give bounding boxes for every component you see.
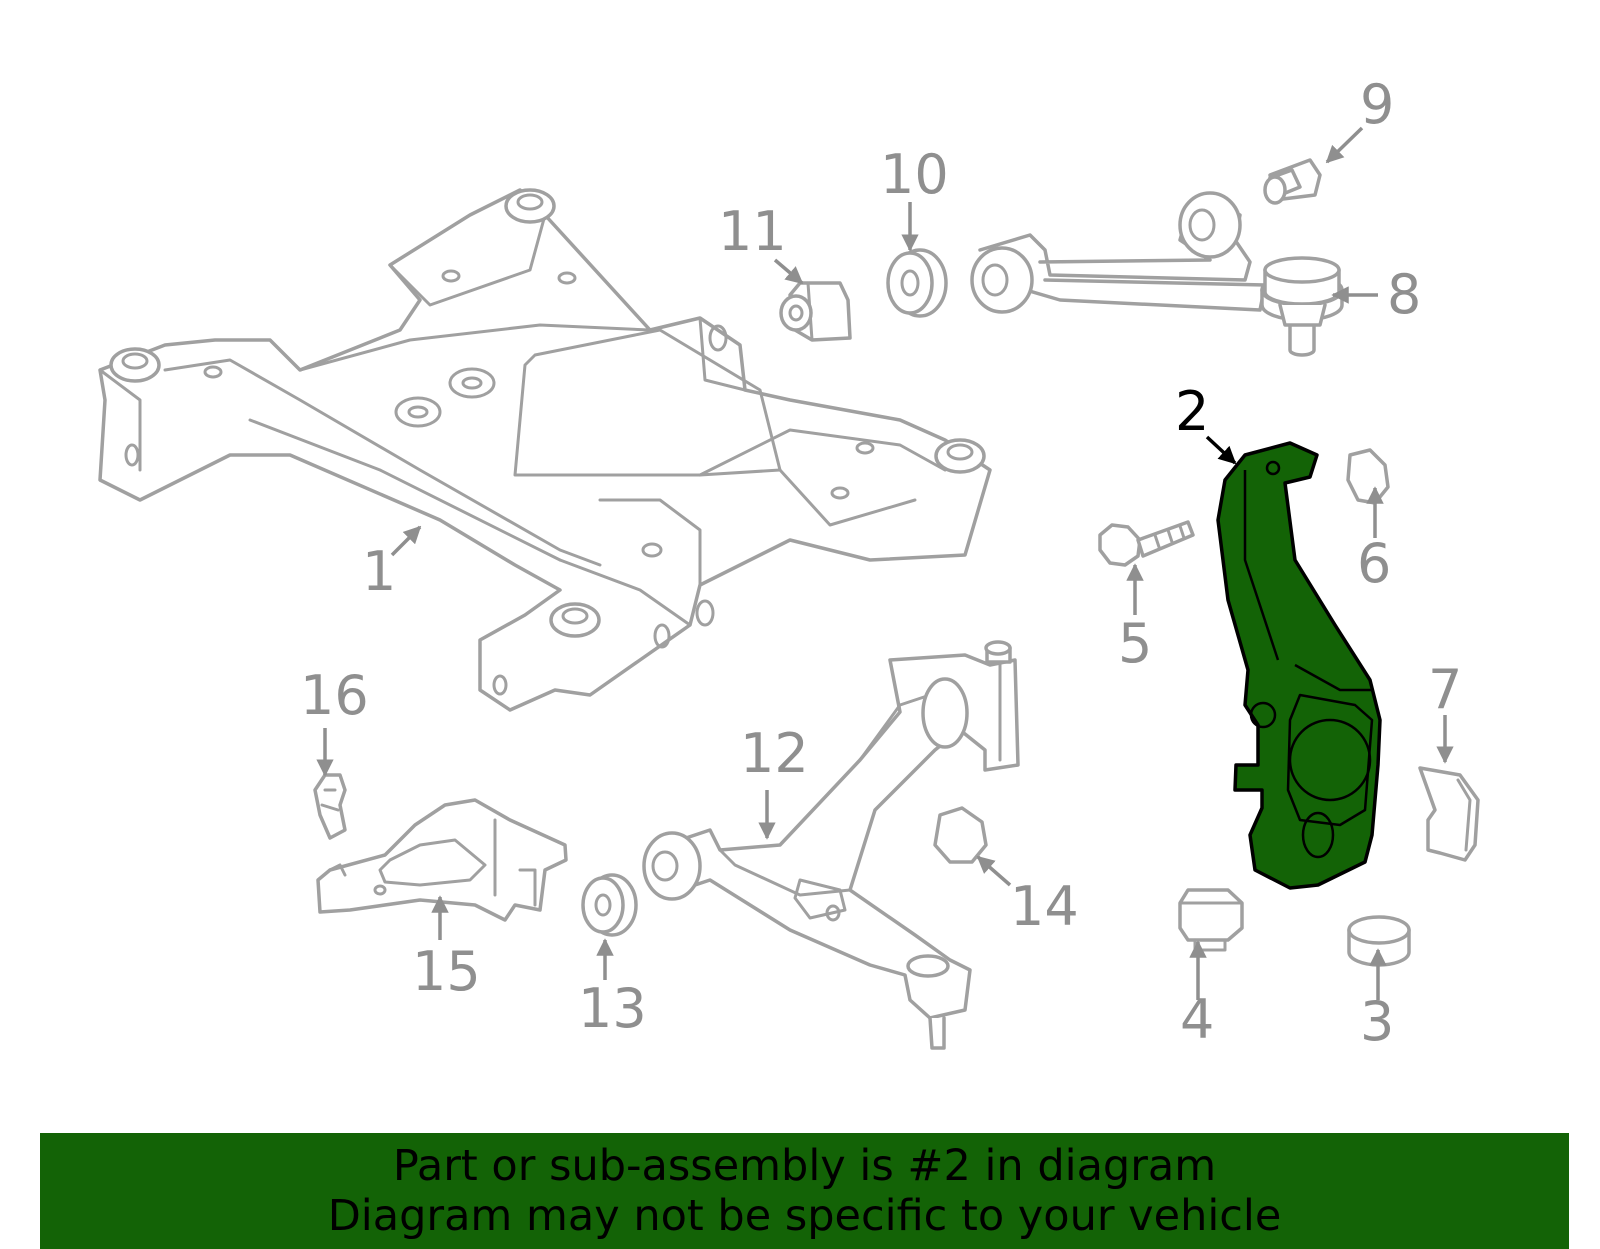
part-7-shield[interactable] bbox=[1418, 766, 1480, 862]
callout-9: 9 bbox=[1360, 73, 1394, 136]
callout-4: 4 bbox=[1180, 988, 1214, 1051]
part-16-clip[interactable] bbox=[313, 773, 347, 840]
callout-16: 16 bbox=[300, 664, 369, 727]
part-1-subframe[interactable] bbox=[98, 188, 992, 712]
callout-5: 5 bbox=[1118, 612, 1152, 675]
callout-3: 3 bbox=[1360, 990, 1394, 1053]
part-5-bolt[interactable] bbox=[1098, 520, 1195, 567]
part-4-nut[interactable] bbox=[1178, 888, 1244, 952]
callout-8: 8 bbox=[1387, 263, 1421, 326]
info-banner: Part or sub-assembly is #2 in diagram Di… bbox=[40, 1133, 1569, 1249]
part-11-bracket[interactable] bbox=[779, 281, 852, 342]
banner-line-2: Diagram may not be specific to your vehi… bbox=[327, 1191, 1282, 1241]
callout-7: 7 bbox=[1428, 658, 1462, 721]
banner-line-1: Part or sub-assembly is #2 in diagram bbox=[392, 1141, 1217, 1191]
part-14-hex-nut[interactable] bbox=[933, 806, 988, 864]
callout-12: 12 bbox=[740, 722, 809, 785]
part-12-lower-control-arm[interactable] bbox=[642, 640, 1020, 1050]
part-15-bracket[interactable] bbox=[316, 798, 568, 922]
callout-1: 1 bbox=[362, 540, 396, 603]
callout-13: 13 bbox=[578, 977, 647, 1040]
callout-6: 6 bbox=[1357, 532, 1391, 595]
callout-15: 15 bbox=[412, 940, 481, 1003]
part-8-upper-control-arm[interactable] bbox=[970, 191, 1344, 357]
callout-10: 10 bbox=[880, 143, 949, 206]
part-10-bushing[interactable] bbox=[886, 248, 948, 318]
callout-11: 11 bbox=[718, 200, 787, 263]
part-2-steering-knuckle[interactable] bbox=[1216, 441, 1382, 890]
callout-2: 2 bbox=[1175, 380, 1209, 443]
callout-labels: 1 2 3 4 5 6 7 8 9 10 11 12 13 14 15 16 bbox=[300, 73, 1462, 1053]
part-13-bushing[interactable] bbox=[581, 873, 638, 937]
callout-14: 14 bbox=[1010, 875, 1079, 938]
callout-arrows bbox=[316, 126, 1454, 1000]
part-3-cap[interactable] bbox=[1347, 915, 1411, 967]
part-9-bolt[interactable] bbox=[1263, 158, 1322, 205]
part-6-hex-nut[interactable] bbox=[1346, 448, 1390, 505]
